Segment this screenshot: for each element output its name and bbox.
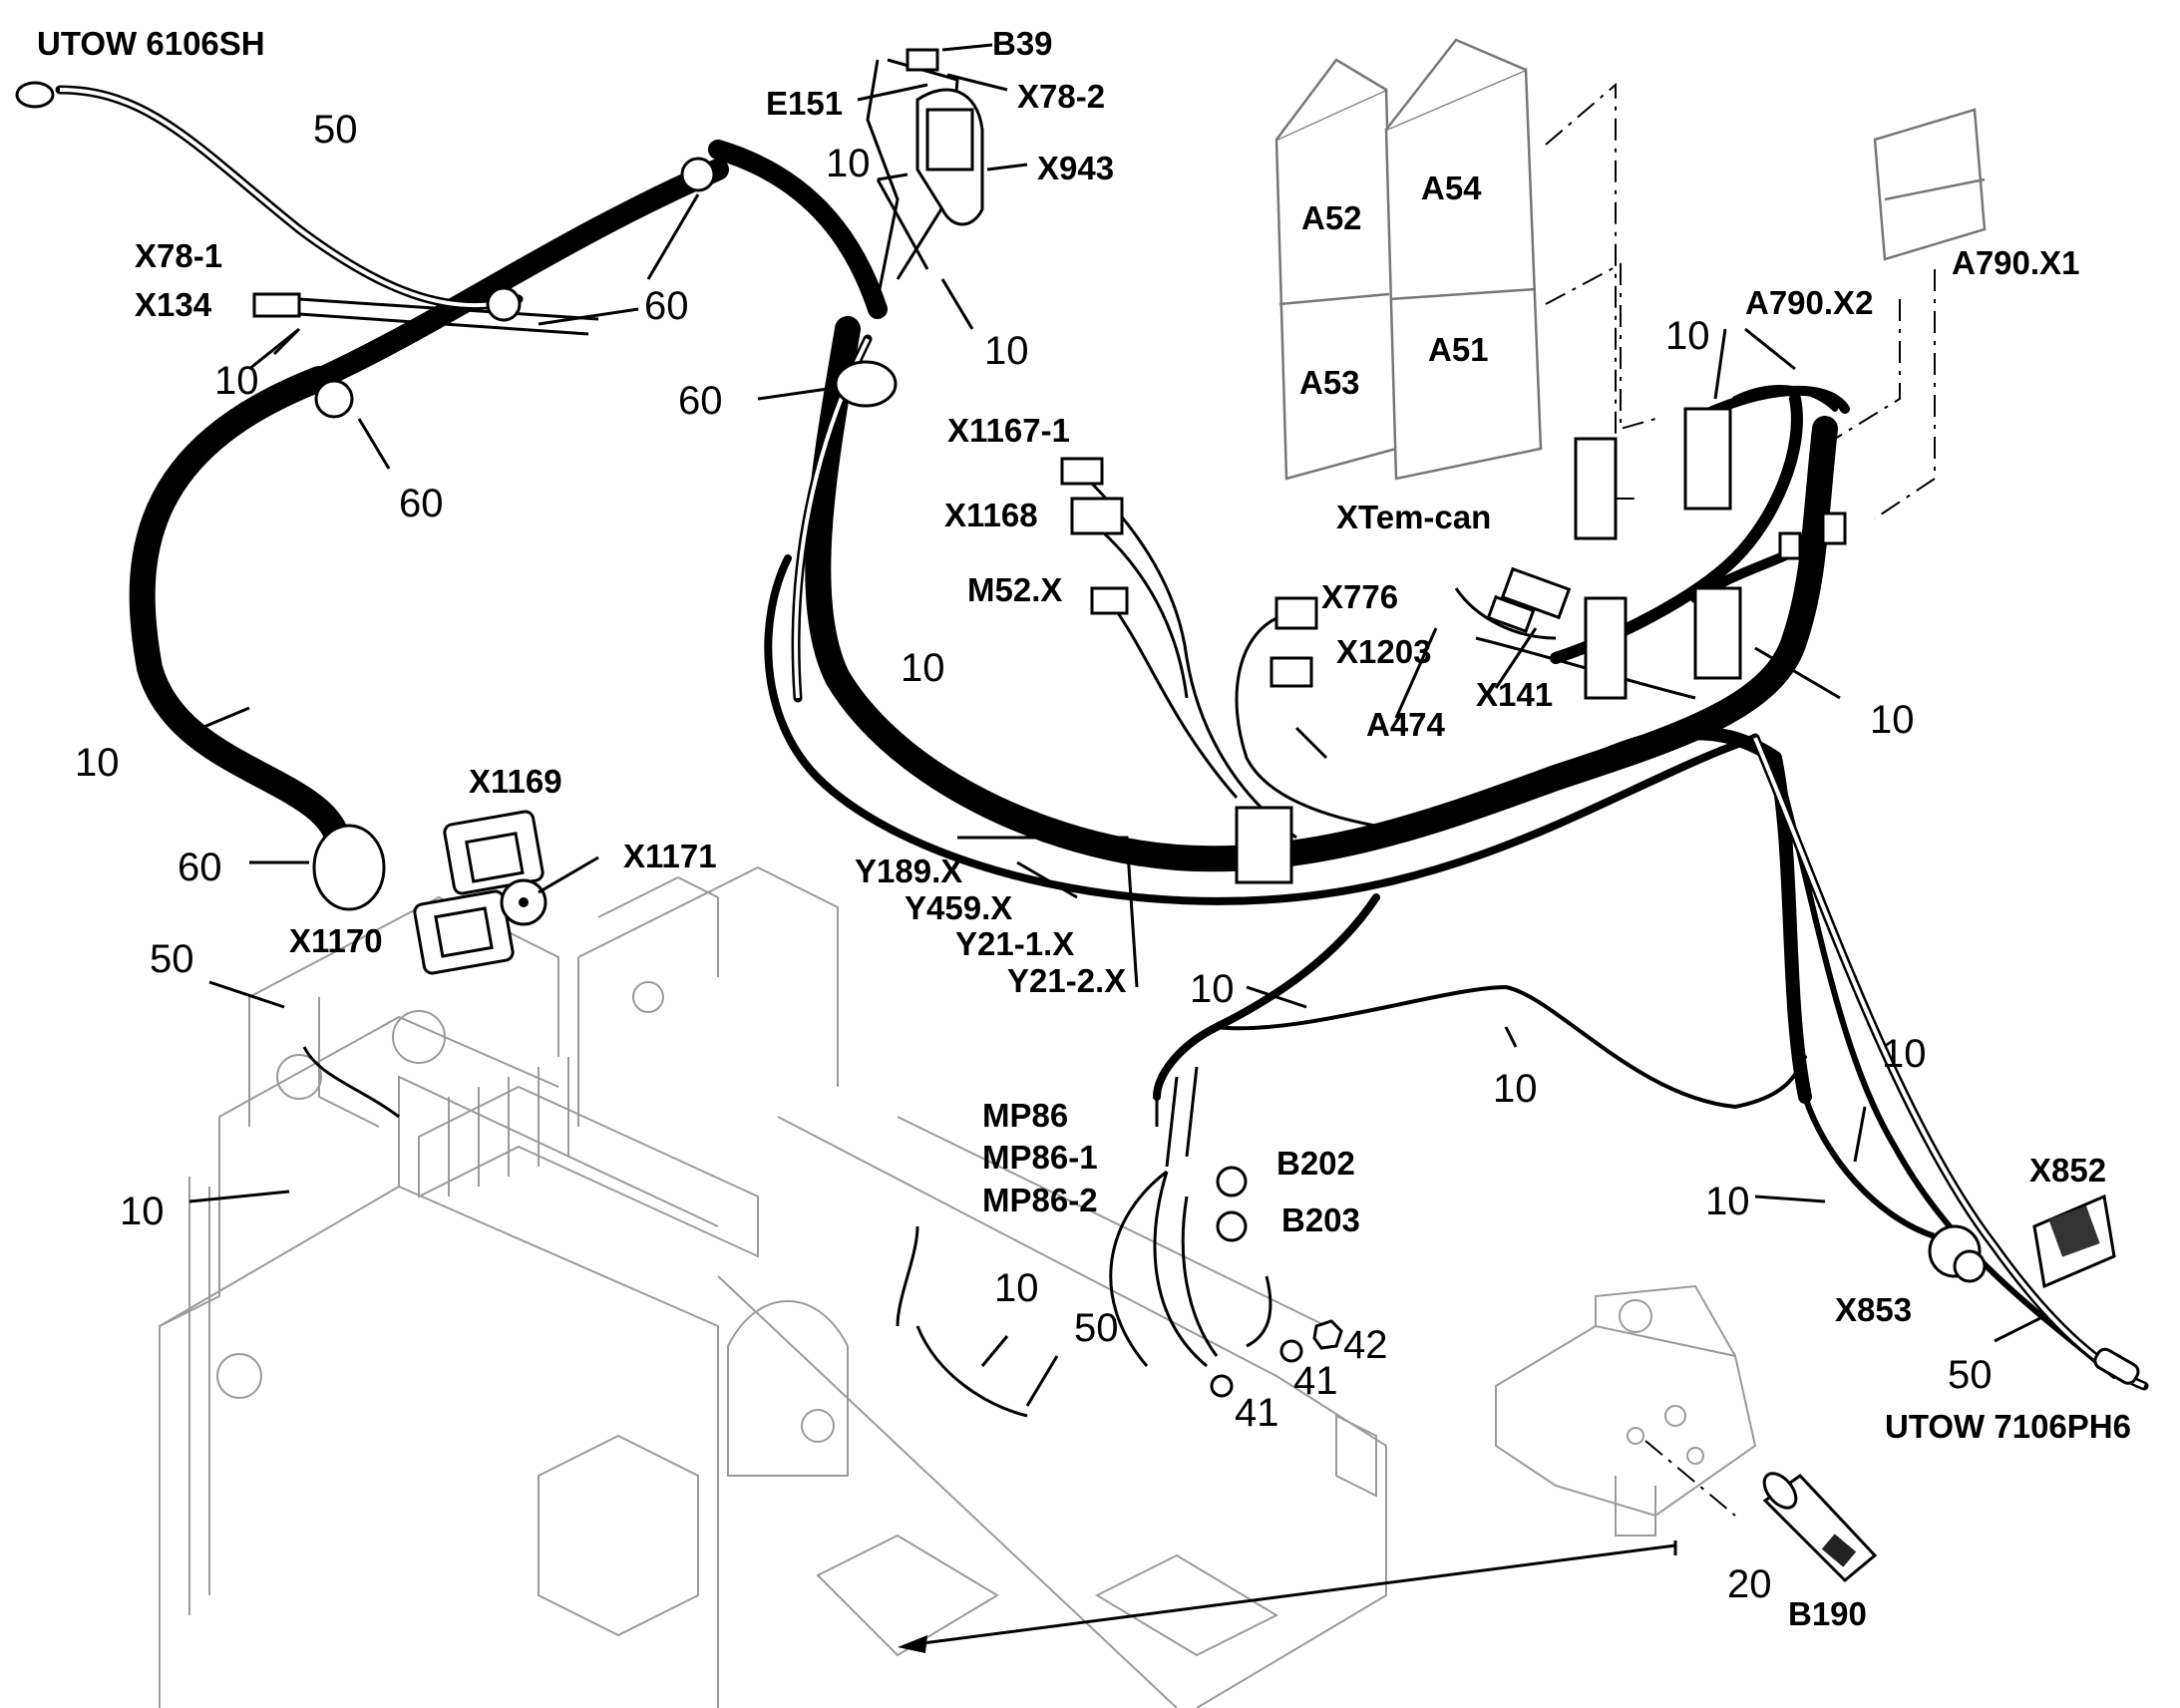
label-x78-1: X78-1 (135, 237, 222, 274)
item-number: 10 (1882, 1032, 1927, 1076)
label-b203: B203 (1281, 1201, 1360, 1238)
connector-x1203 (1270, 656, 1313, 688)
label-x943: X943 (1037, 150, 1114, 186)
connector-utow-right (2093, 1347, 2140, 1385)
label-a51: A51 (1428, 331, 1489, 368)
item-number: 41 (1235, 1391, 1279, 1435)
label-x853: X853 (1835, 1291, 1912, 1328)
item-number: 10 (826, 142, 871, 185)
item-number: 10 (120, 1190, 165, 1233)
connector-x1171 (500, 878, 547, 926)
label-a54: A54 (1421, 170, 1482, 206)
connector-y189-block (1235, 806, 1293, 884)
connector-x1170 (413, 889, 515, 975)
label-utow-6106sh: UTOW 6106SH (37, 25, 265, 62)
label-mp86-1: MP86-1 (982, 1139, 1098, 1176)
connector-xtem-can (1486, 566, 1572, 634)
label-y21-2-x: Y21-2.X (1007, 962, 1126, 999)
label-xtem-can: XTem-can (1336, 499, 1491, 535)
item-number: 42 (1343, 1323, 1388, 1367)
item-number: 50 (1948, 1353, 1993, 1397)
clamps (314, 157, 898, 419)
label-x141: X141 (1476, 676, 1553, 713)
item-number: 60 (399, 482, 444, 525)
ecu-a54 (1384, 38, 1543, 481)
connector-x1167-1 (1060, 457, 1104, 486)
item-number: 10 (1870, 698, 1915, 742)
connector-x776 (1274, 596, 1318, 630)
connector-m52 (1090, 586, 1129, 615)
label-x134: X134 (135, 286, 212, 323)
label-mp86-2: MP86-2 (982, 1182, 1098, 1218)
connector-utow-left (15, 81, 55, 109)
item-number: 10 (1665, 314, 1710, 358)
label-x852: X852 (2029, 1152, 2106, 1189)
connector-x1168 (1070, 497, 1124, 535)
label-y189-x: Y189.X (855, 853, 962, 889)
connector-x78-1 (252, 292, 301, 318)
item-number: 50 (150, 937, 194, 981)
label-x1169: X1169 (469, 763, 562, 800)
label-x1171: X1171 (623, 838, 717, 874)
label-a790-x1: A790.X1 (1952, 244, 2079, 281)
ecu-a52 (1274, 58, 1398, 481)
item-number: 10 (1190, 967, 1235, 1011)
item-number: 60 (178, 846, 222, 889)
a790-connectors (1574, 407, 1847, 700)
connector-b39 (906, 48, 939, 72)
connector-x853 (1928, 1224, 1987, 1283)
item-number: 10 (994, 1266, 1039, 1310)
label-e151: E151 (766, 85, 843, 122)
item-number: 10 (984, 329, 1029, 373)
hardware-41-42 (1210, 1319, 1343, 1398)
label-x1203: X1203 (1336, 633, 1431, 670)
label-utow-7106ph6: UTOW 7106PH6 (1885, 1408, 2131, 1445)
sensor-b190 (1762, 1472, 1878, 1583)
grommet-x1170 (312, 824, 386, 911)
label-x1170: X1170 (289, 922, 383, 959)
sensor-b202 (1216, 1166, 1248, 1197)
label-a52: A52 (1301, 199, 1362, 236)
dash-leader-lines (1545, 82, 1936, 1517)
label-b39: B39 (992, 25, 1053, 62)
label-x1168: X1168 (944, 497, 1038, 533)
item-number: 60 (678, 379, 723, 423)
item-number: 10 (214, 359, 259, 403)
item-number: 20 (1727, 1562, 1772, 1606)
label-mp86: MP86 (982, 1097, 1068, 1134)
ecu-a790 (1873, 108, 1987, 261)
item-number: 50 (313, 108, 358, 152)
ecu-divider (1278, 287, 1537, 306)
valve-block (1495, 1284, 1757, 1537)
label-b202: B202 (1276, 1145, 1355, 1182)
label-y21-1-x: Y21-1.X (955, 925, 1074, 962)
label-m52-x: M52.X (967, 571, 1062, 608)
item-number: 10 (1493, 1067, 1538, 1111)
label-x78-2: X78-2 (1017, 78, 1105, 115)
label-a474: A474 (1366, 706, 1446, 743)
label-x776: X776 (1321, 578, 1398, 615)
label-a790-x2: A790.X2 (1745, 284, 1873, 321)
connector-x943 (915, 88, 984, 226)
label-a53: A53 (1299, 364, 1360, 401)
label-b190: B190 (1788, 1595, 1867, 1632)
item-number: 10 (75, 741, 120, 785)
connector-x1169 (443, 810, 545, 895)
item-number: 50 (1074, 1306, 1119, 1350)
item-number: 10 (1705, 1180, 1750, 1223)
sensor-b203 (1216, 1210, 1248, 1242)
main-harness (129, 140, 2117, 1379)
leader-lines (188, 43, 2045, 1653)
label-x1167-1: X1167-1 (947, 412, 1070, 449)
item-number: 41 (1293, 1359, 1338, 1403)
label-y459-x: Y459.X (905, 889, 1012, 926)
item-number: 60 (644, 284, 689, 328)
connector-x852 (2032, 1194, 2116, 1289)
item-number: 10 (901, 646, 945, 690)
